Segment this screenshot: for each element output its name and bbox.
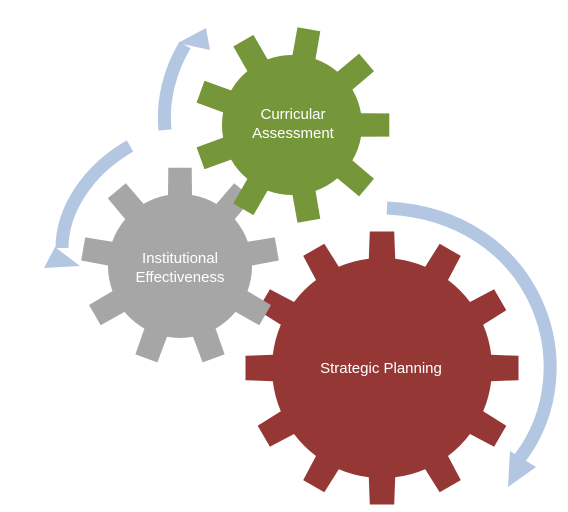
institutional-effectiveness-gear <box>81 167 279 363</box>
cycle-arrow-right <box>386 201 557 487</box>
strategic-planning-gear <box>245 231 519 505</box>
cycle-arrow-top <box>157 28 210 131</box>
cycle-arrows <box>44 28 557 487</box>
curricular-assessment-gear <box>196 27 390 223</box>
gears <box>81 27 519 505</box>
cycle-arrow-left <box>44 140 134 268</box>
